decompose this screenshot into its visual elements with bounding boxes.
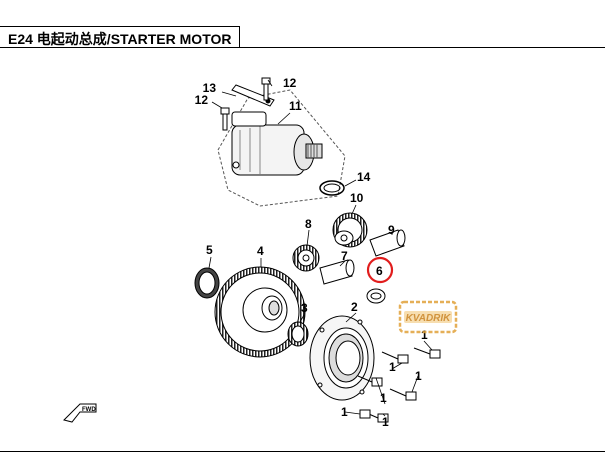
callout-labels: 13 12 12 11 14 10 9 8 7 6 5 4 3 2 1 1 1 … (195, 76, 428, 429)
callout-12-upper: 12 (283, 76, 297, 90)
shaft-7 (319, 259, 355, 285)
callout-14: 14 (357, 170, 371, 184)
callout-5: 5 (206, 243, 213, 257)
callout-6: 6 (376, 264, 383, 278)
kvadrik-watermark: KVADRIK (398, 300, 458, 334)
callout-4: 4 (257, 244, 264, 258)
bushing-6 (366, 288, 386, 304)
needle-bearing-3 (287, 321, 309, 347)
title-rule (0, 47, 605, 48)
callout-1-a: 1 (421, 328, 428, 342)
callout-11: 11 (289, 99, 302, 113)
bolt-left (220, 107, 230, 131)
callout-1-d: 1 (380, 391, 387, 405)
gear-8 (292, 244, 320, 272)
bolt-upper (261, 77, 271, 101)
callout-12-left: 12 (195, 93, 209, 107)
one-way-clutch-2 (309, 315, 375, 401)
shaft-9 (369, 229, 406, 257)
callout-13: 13 (203, 81, 217, 95)
callout-3: 3 (301, 301, 308, 315)
callout-1-e: 1 (341, 405, 348, 419)
gear-10 (332, 212, 368, 248)
callout-8: 8 (305, 217, 312, 231)
o-ring (319, 180, 345, 196)
highlight-circle (366, 256, 394, 284)
callout-7: 7 (341, 249, 348, 263)
page-title: E24 电起动总成/STARTER MOTOR (8, 31, 232, 47)
callout-10: 10 (350, 191, 364, 205)
starter-driven-gear-4 (214, 266, 306, 358)
leader-lines (208, 79, 433, 417)
oil-seal-5 (194, 267, 220, 299)
fwd-label: FWD (82, 407, 96, 413)
callout-2: 2 (351, 300, 358, 314)
callout-1-f: 1 (382, 415, 389, 429)
callout-1-b: 1 (389, 360, 396, 374)
starter-motor (217, 89, 346, 207)
fwd-arrow: FWD (63, 403, 97, 423)
watermark-text: KVADRIK (406, 313, 452, 324)
bottom-rule (0, 451, 605, 452)
callout-9: 9 (388, 223, 395, 237)
callout-1-c: 1 (415, 369, 422, 383)
